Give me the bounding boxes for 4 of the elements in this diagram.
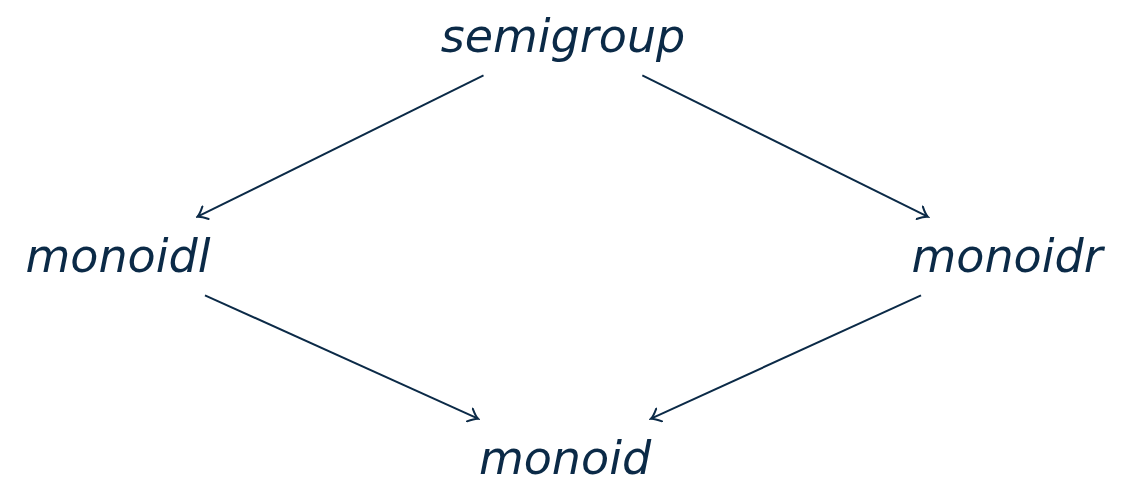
node-label: monoidr xyxy=(911,230,1103,282)
node-label: monoid xyxy=(478,432,652,484)
node-label: monoidl xyxy=(25,230,211,282)
node-label: semigroup xyxy=(440,10,686,62)
